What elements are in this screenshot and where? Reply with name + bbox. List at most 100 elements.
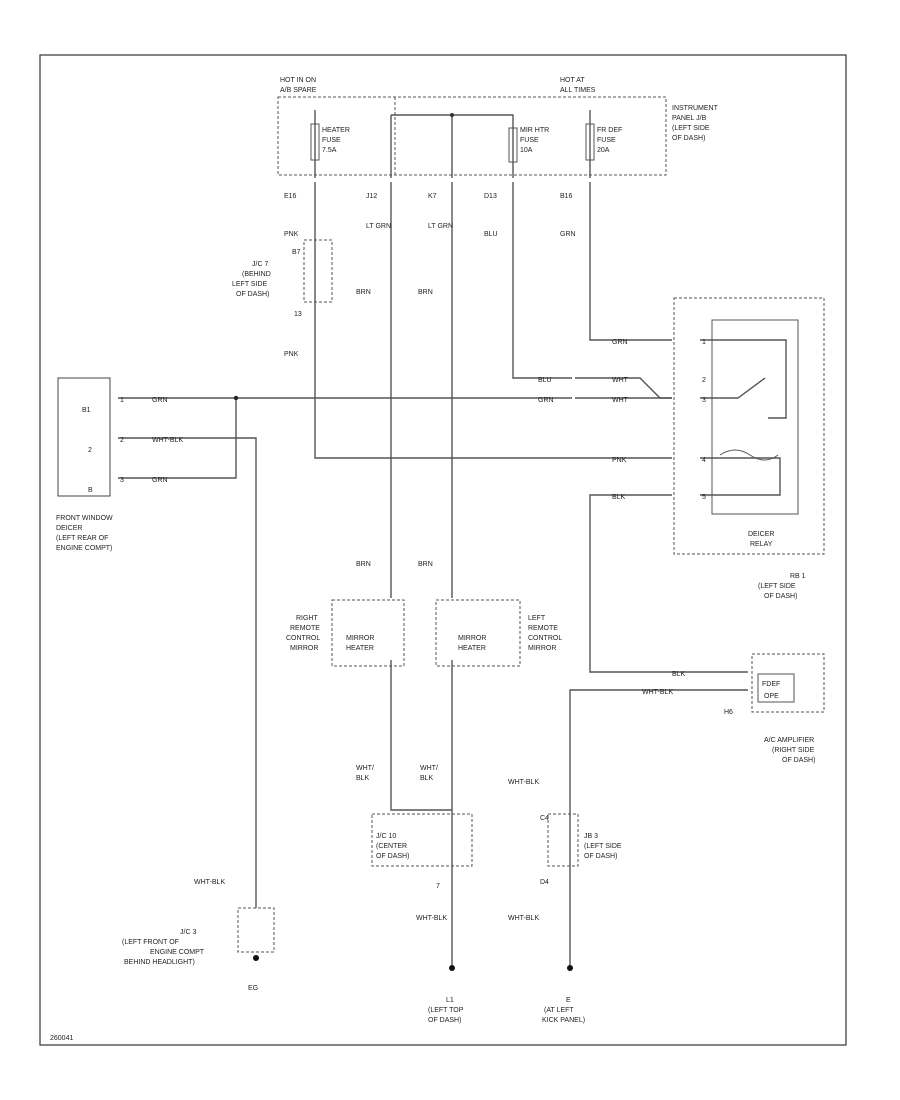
svg-text:ENGINE COMPT: ENGINE COMPT: [150, 949, 205, 956]
conn-d13: D13: [484, 193, 497, 200]
footer-code: 260041: [50, 1035, 73, 1042]
svg-text:KICK PANEL): KICK PANEL): [542, 1017, 585, 1024]
svg-text:(LEFT SIDE: (LEFT SIDE: [672, 125, 710, 132]
ac-amp-inner: [757, 673, 795, 703]
conn-h6: H6: [724, 709, 733, 716]
svg-text:FUSE: FUSE: [597, 137, 616, 144]
wire-label-grn-relay: GRN: [612, 339, 628, 346]
wire-label-ltgrn-2: LT GRN: [428, 223, 453, 230]
svg-text:DEICER: DEICER: [56, 525, 82, 532]
fuse-bus: [391, 114, 514, 125]
label-ground-kick: E (AT LEFT KICK PANEL): [542, 997, 585, 1024]
svg-text:LEFT: LEFT: [528, 615, 546, 622]
svg-text:RELAY: RELAY: [750, 541, 773, 548]
svg-text:(LEFT TOP: (LEFT TOP: [428, 1007, 464, 1014]
svg-text:BEHIND HEADLIGHT): BEHIND HEADLIGHT): [124, 959, 195, 966]
svg-text:MIRROR: MIRROR: [346, 635, 374, 642]
label-ac-amp: A/C AMPLIFIER (RIGHT SIDE OF DASH): [764, 737, 815, 764]
deicer-pin-b1: B1: [82, 407, 91, 414]
label-hot-at-all: HOT AT ALL TIMES: [560, 77, 596, 94]
deicer-pin-b: B: [88, 487, 93, 494]
wire-label-blu: BLU: [484, 231, 498, 238]
svg-text:OF DASH): OF DASH): [428, 1017, 461, 1024]
svg-text:INSTRUMENT: INSTRUMENT: [672, 105, 719, 112]
label-jc10: J/C 10 (CENTER OF DASH): [376, 833, 409, 860]
svg-text:BLK: BLK: [356, 775, 370, 782]
wire-label-whtblk-gnd2: WHT-BLK: [508, 915, 539, 922]
relay-switch: [700, 339, 787, 496]
svg-text:10A: 10A: [520, 147, 533, 154]
svg-text:(AT LEFT: (AT LEFT: [544, 1007, 574, 1014]
svg-text:MIRROR: MIRROR: [290, 645, 318, 652]
label-ground-left-top: L1 (LEFT TOP OF DASH): [428, 997, 464, 1024]
mirror-heater-fuse: [508, 125, 518, 178]
relay-pin-2: 2: [702, 377, 706, 384]
right-mirror-box: [331, 599, 405, 667]
bus-splice: [450, 113, 454, 117]
svg-text:ALL TIMES: ALL TIMES: [560, 87, 596, 94]
svg-text:J/C 7: J/C 7: [252, 261, 268, 268]
svg-text:OPE: OPE: [764, 693, 779, 700]
svg-text:FR DEF: FR DEF: [597, 127, 622, 134]
label-deicer: FRONT WINDOW DEICER (LEFT REAR OF ENGINE…: [56, 515, 113, 552]
wire-label-whtblk-split-2: WHT/ BLK: [420, 765, 438, 782]
wire-label-pnk-relay: PNK: [612, 457, 627, 464]
deicer-pinnum-2: 2: [120, 437, 124, 444]
svg-text:(LEFT SIDE: (LEFT SIDE: [758, 583, 796, 590]
deicer-box: [57, 377, 111, 497]
conn-b7: B7: [292, 249, 301, 256]
jc10-box: [371, 813, 473, 867]
conn-13: 13: [294, 311, 302, 318]
label-hot-in-on: HOT IN ON A/B SPARE: [280, 77, 317, 94]
conn-c4: C4: [540, 815, 549, 822]
svg-text:MIRROR: MIRROR: [458, 635, 486, 642]
deicer-pinnum-3: 3: [120, 477, 124, 484]
svg-text:OF DASH): OF DASH): [376, 853, 409, 860]
wire-label-pnk-mid: PNK: [284, 351, 299, 358]
wire-label-brn-2: BRN: [418, 289, 433, 296]
svg-text:MIR HTR: MIR HTR: [520, 127, 549, 134]
wht-blk-wire-right-mirror: [390, 660, 452, 811]
svg-text:J/C 10: J/C 10: [376, 833, 396, 840]
blu-wire: [512, 182, 572, 379]
conn-7: 7: [436, 883, 440, 890]
grn-wire-deicer-3: [118, 398, 237, 479]
svg-text:FDEF: FDEF: [762, 681, 780, 688]
label-mirror-fuse: MIR HTR FUSE 10A: [520, 127, 549, 154]
conn-e16: E16: [284, 193, 297, 200]
wire-label-pnk-top: PNK: [284, 231, 299, 238]
ac-amp-box: [751, 653, 825, 713]
svg-text:OF DASH): OF DASH): [764, 593, 797, 600]
svg-text:(LEFT FRONT OF: (LEFT FRONT OF: [122, 939, 179, 946]
svg-text:HEATER: HEATER: [346, 645, 374, 652]
jc7-box: [303, 239, 333, 303]
svg-text:BLK: BLK: [420, 775, 434, 782]
wire-label-wht-2: WHT: [612, 397, 629, 404]
relay-box: [673, 297, 825, 555]
relay-inner: [711, 319, 799, 515]
svg-text:RIGHT: RIGHT: [296, 615, 319, 622]
wire-label-whtblk-deicer: WHT-BLK: [152, 437, 183, 444]
label-left-mirror-heater: MIRROR HEATER: [458, 635, 486, 652]
label-jc7: J/C 7 (BEHIND LEFT SIDE OF DASH): [232, 261, 271, 298]
svg-text:ENGINE COMPT): ENGINE COMPT): [56, 545, 112, 552]
wire-label-blk-relay: BLK: [612, 494, 626, 501]
label-jb3: JB 3 (LEFT SIDE OF DASH): [584, 833, 622, 860]
wire-label-grn-deicer-3: GRN: [152, 477, 168, 484]
diagram-frame: [39, 54, 847, 1046]
svg-text:A/B SPARE: A/B SPARE: [280, 87, 317, 94]
wire-label-brn-3: BRN: [356, 561, 371, 568]
svg-text:(RIGHT SIDE: (RIGHT SIDE: [772, 747, 815, 754]
svg-text:PANEL J/B: PANEL J/B: [672, 115, 707, 122]
relay-pin-4: 4: [702, 457, 706, 464]
wire-label-blu-relay: BLU: [538, 377, 552, 384]
svg-text:A/C AMPLIFIER: A/C AMPLIFIER: [764, 737, 814, 744]
svg-text:L1: L1: [446, 997, 454, 1004]
svg-text:RB 1: RB 1: [790, 573, 806, 580]
relay-pin-1: 1: [702, 339, 706, 346]
wire-label-grn-relay-2: GRN: [538, 397, 554, 404]
svg-text:HEATER: HEATER: [322, 127, 350, 134]
defog-fuse: [585, 110, 595, 178]
svg-text:HOT AT: HOT AT: [560, 77, 585, 84]
label-right-mirror-heater: MIRROR HEATER: [346, 635, 374, 652]
